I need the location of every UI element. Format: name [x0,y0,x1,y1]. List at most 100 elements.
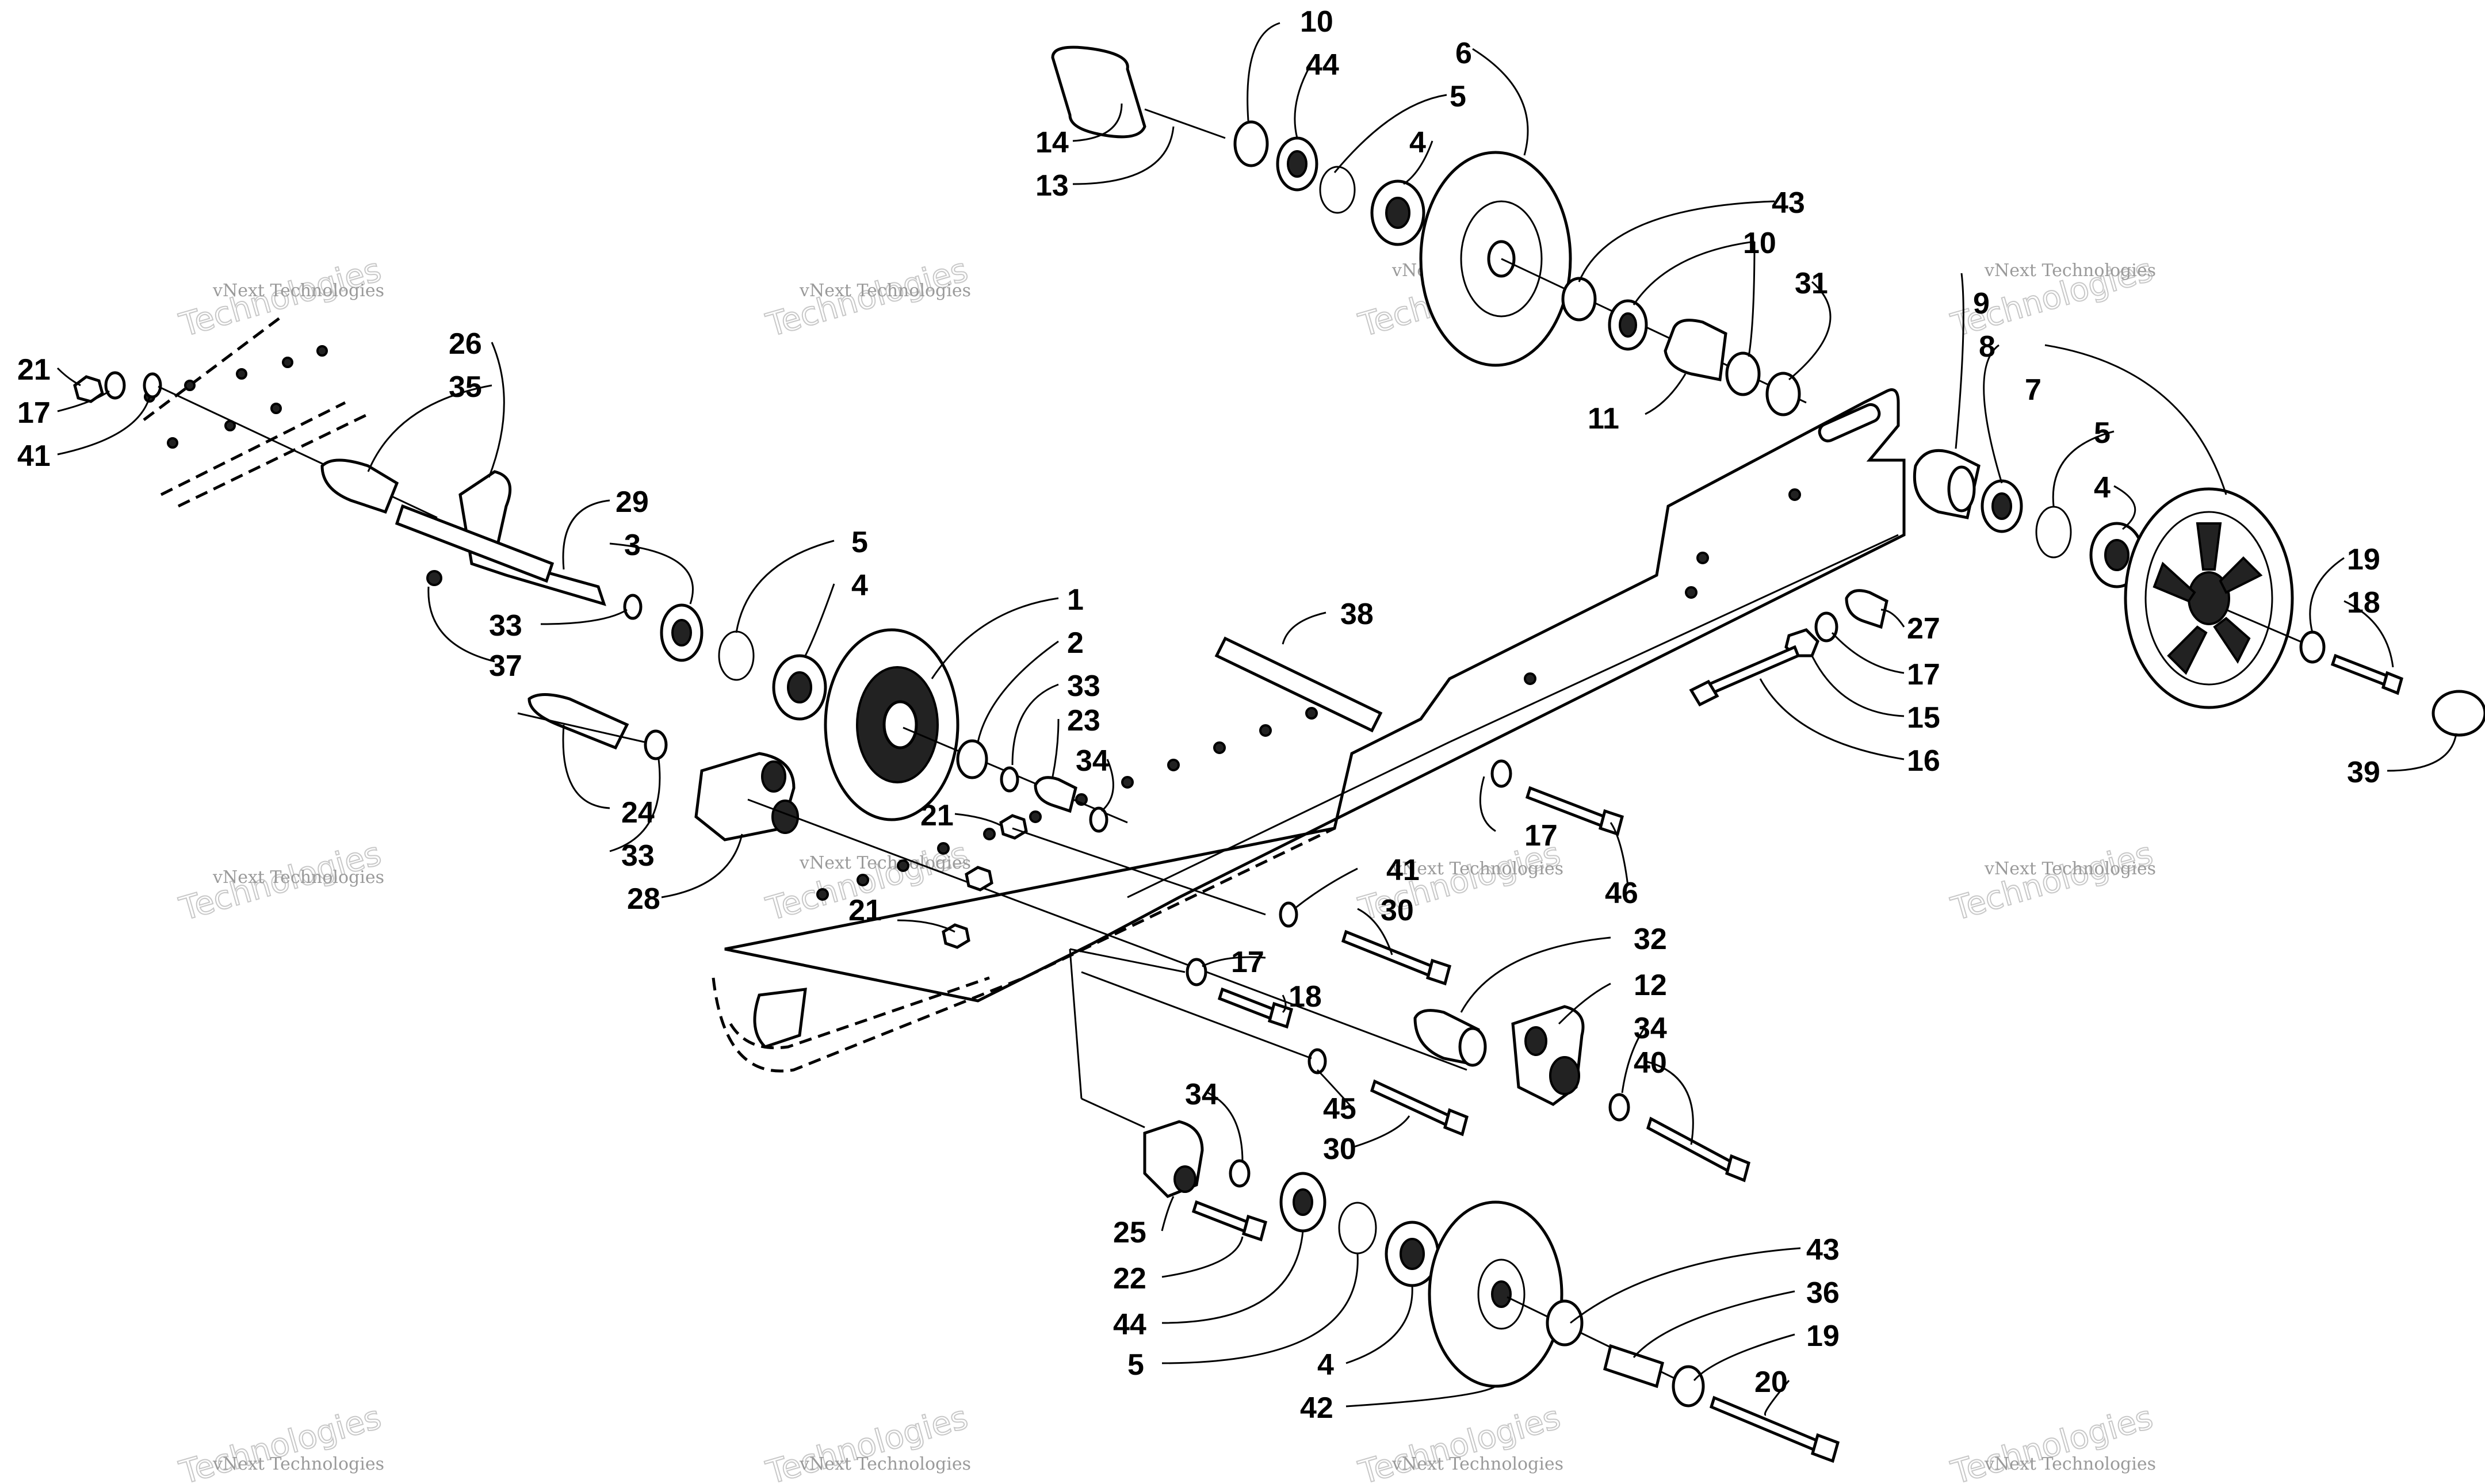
callout-5: 5 [851,526,868,559]
bushing-44b-bore [1293,1188,1313,1216]
axle-line [1081,971,1312,1060]
callout-41: 41 [17,439,51,473]
callout-17: 17 [1907,658,1940,691]
bolt-20 [1709,1395,1820,1452]
block-28-bore [761,760,786,793]
callout-33: 33 [1067,670,1100,703]
callout-17: 17 [1231,946,1264,979]
callout-3: 3 [624,529,641,562]
callout-2: 2 [1067,626,1084,660]
watermark: Technologies vNext Technologies [762,1398,973,1484]
watermark-text: vNext Technologies [212,281,384,301]
bolt-16 [1706,645,1800,695]
washer-33c [644,729,668,760]
watermark-text: vNext Technologies [1984,1454,2156,1474]
callout-9: 9 [1973,287,1990,320]
watermark-text: vNext Technologies [212,1454,384,1474]
cross-shaft-38 [1214,636,1383,733]
callout-29: 29 [615,485,649,519]
callout-32: 32 [1634,923,1667,956]
bolt-22-head [1241,1214,1268,1242]
bolt-30a [1341,930,1435,978]
spacer-23 [1034,776,1077,813]
callout-4: 4 [2094,471,2111,504]
leader-line [1081,1097,1145,1129]
tunnel-dashed-outline [143,315,369,508]
callout-43: 43 [1772,186,1805,220]
callout-10: 10 [1743,227,1776,260]
bolt-30b [1370,1079,1452,1127]
washer-19a [2299,630,2326,664]
snap-ring-5c [718,630,755,681]
tube-35 [320,458,399,514]
washer-34c [1229,1159,1251,1188]
watermark-text: vNext Technologies [212,867,384,888]
callout-15: 15 [1907,701,1940,735]
bolt-30a-head [1425,958,1452,986]
axle-line [1069,948,1186,973]
washer-45 [1308,1048,1327,1074]
nut-21c [965,866,993,892]
rail-front-tip [753,988,807,1049]
bolt-40-head [1725,1154,1750,1183]
rail-rear-slot [1818,403,1881,443]
bushing-10b-bore [1619,312,1637,338]
callout-1: 1 [1067,583,1084,617]
bolt-40 [1646,1116,1734,1173]
bushing-3-bore [671,619,692,647]
rear-wheel-7-spoke [2219,556,2263,594]
callout-10: 10 [1300,5,1333,39]
bolt-18a [2330,653,2390,687]
bracket-assembly [1413,1005,1750,1183]
callout-7: 7 [2025,373,2041,407]
slide-rail-frame [143,315,1906,1073]
callout-labels: 10 44 6 5 4 14 13 43 10 31 11 9 8 7 5 4 … [17,5,2380,1425]
callout-5: 5 [1450,80,1466,113]
center-fasteners [942,759,1624,1137]
washer-43a [1561,277,1597,322]
washer-17a [1814,611,1838,642]
axle-line [517,712,645,743]
callout-26: 26 [449,327,482,361]
watermark-text: vNext Technologies [799,1454,971,1474]
callout-27: 27 [1907,612,1940,645]
tube-24 [527,693,629,750]
spacer-9-face [1947,465,1976,512]
watermark-text: vNext Technologies [1984,859,2156,879]
bolt-18a-head [2381,671,2404,695]
washer-33b [1000,766,1019,793]
callout-4: 4 [1409,126,1426,159]
lower-idler-assembly [1069,948,1840,1463]
pivot-arm-26 [458,470,606,606]
callout-37: 37 [489,649,522,683]
callout-44: 44 [1306,48,1339,82]
nut-21a [73,375,104,403]
callout-18: 18 [2347,586,2380,619]
bracket-25-bore [1173,1165,1196,1193]
callout-5: 5 [1127,1348,1144,1382]
washer-43b [1546,1299,1584,1347]
callout-4: 4 [851,569,868,602]
watermark-text: vNext Technologies [1984,261,2156,281]
watermark: Technologies vNext Technologies [175,835,386,929]
axle-13 [1144,108,1226,139]
rail-lower-dashed-outline [712,827,1336,1073]
spacer-36 [1603,1344,1664,1389]
watermark-text: vNext Technologies [1391,859,1563,879]
axle-line [1012,827,1266,916]
callout-16: 16 [1907,744,1940,778]
washer-34b [1608,1093,1630,1122]
callout-22: 22 [1113,1262,1146,1295]
washer-10a [1233,120,1269,167]
idler-wheel-6-hub [1460,200,1543,318]
rail-holes [144,345,1801,901]
rear-wheel-7-spoke [2153,561,2196,603]
callout-8: 8 [1979,330,1995,364]
callout-21: 21 [848,894,882,927]
washer-19b [1672,1365,1705,1407]
rail-upper-section [724,388,1906,1003]
callout-42: 42 [1300,1391,1333,1425]
spacer-27 [1845,589,1888,629]
block-28-bore [771,800,799,834]
